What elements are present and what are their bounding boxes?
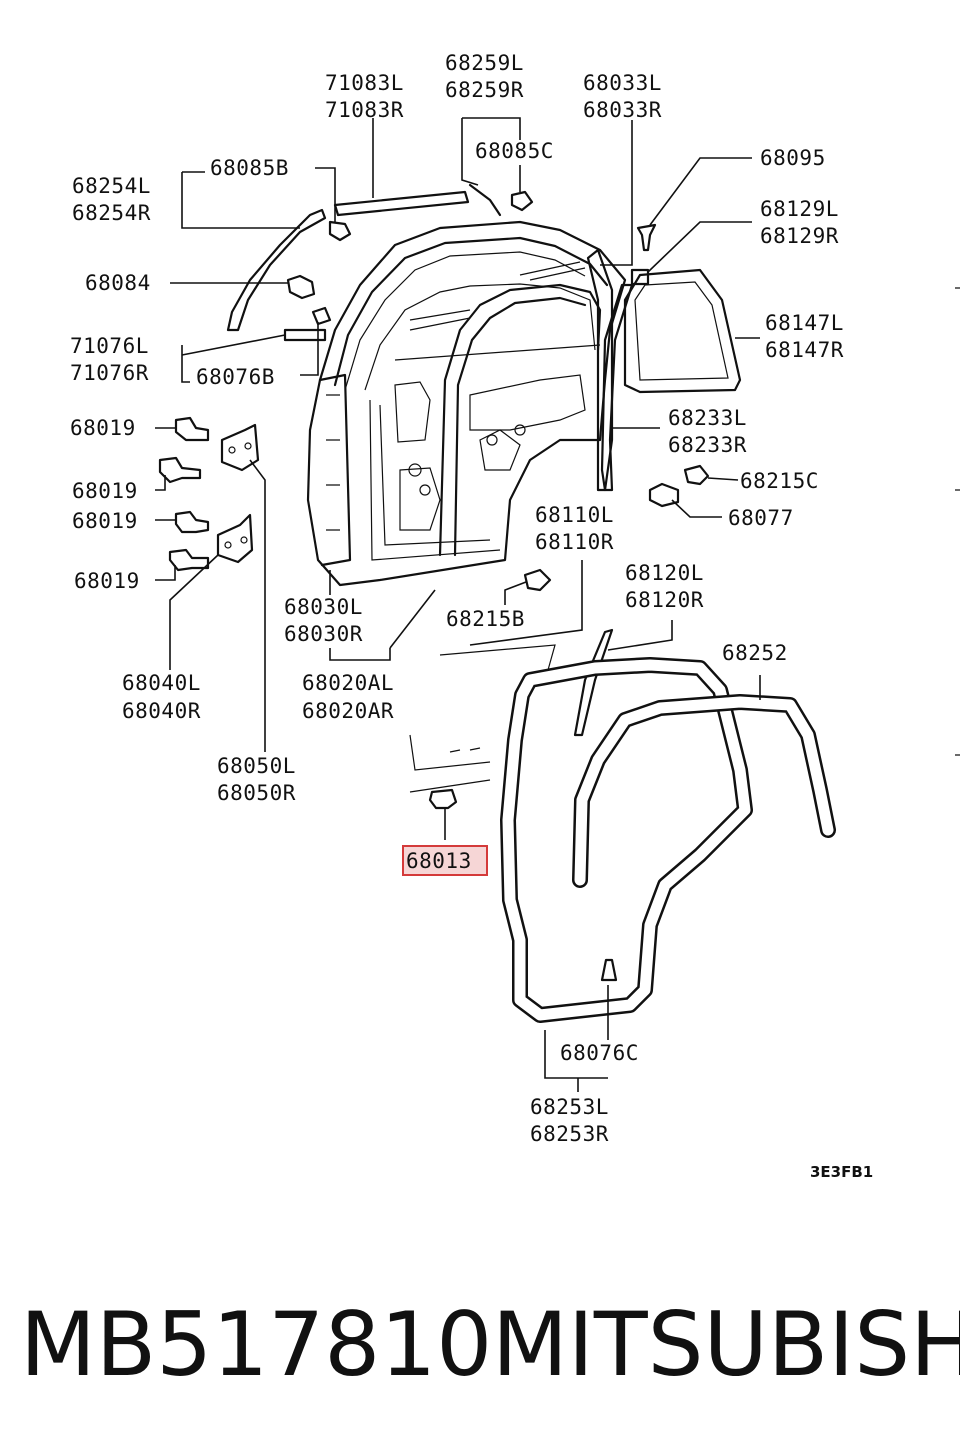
label-68095: 68095 [760,146,826,170]
leader-lines [155,117,761,1092]
brand-name: MITSUBISHI [492,1293,960,1396]
label-68030r: 68030R [284,622,363,646]
label-68120r: 68120R [625,588,704,612]
glass-run-channel [573,628,614,737]
label-68040r: 68040R [122,699,201,723]
part-number: MB517810 [20,1293,493,1396]
body-weatherstrip [572,694,836,888]
label-68020ar: 68020AR [302,699,394,723]
label-68215c: 68215C [740,469,819,493]
clip-68129 [630,268,650,286]
clip-68085c [510,190,534,212]
label-68033r: 68033R [583,98,662,122]
highlight-box [402,845,488,876]
label-68050l: 68050L [217,754,296,778]
label-68259l: 68259L [445,51,524,75]
label-68254r: 68254R [72,201,151,225]
label-68019-2: 68019 [72,479,138,503]
diagram-code: 3E3FB1 [810,1163,873,1181]
door-glass [409,644,556,793]
clip-68215c [683,464,710,486]
sash-garnish [226,208,327,332]
label-68033l: 68033L [583,71,662,95]
label-68253l: 68253L [530,1095,609,1119]
label-68084: 68084 [85,271,151,295]
label-68040l: 68040L [122,671,201,695]
label-68110r: 68110R [535,530,614,554]
clip-68084 [286,274,316,300]
label-68085b: 68085B [210,156,289,180]
label-68050r: 68050R [217,781,296,805]
hinge-lower-68040 [216,513,254,564]
bolt-68077 [648,482,680,508]
label-68129r: 68129R [760,224,839,248]
label-68020al: 68020AL [302,671,394,695]
door-weatherstrip [500,657,753,1023]
label-68253r: 68253R [530,1122,609,1146]
edge-ticks [955,287,960,756]
label-68252: 68252 [722,641,788,665]
label-68013: 68013 [406,849,472,873]
door-panel-shell [306,220,627,587]
label-68233r: 68233R [668,433,747,457]
label-68019-3: 68019 [72,509,138,533]
label-68259r: 68259R [445,78,524,102]
label-68110l: 68110L [535,503,614,527]
clip-68215b [523,568,552,592]
frame-strip [468,183,502,217]
label-68019-1: 68019 [70,416,136,440]
clip-68076c [600,958,618,982]
label-68076b: 68076B [196,365,275,389]
screw-68095 [636,223,657,252]
label-68215b: 68215B [446,607,525,631]
label-68085c: 68085C [475,139,554,163]
bolts-68019 [158,416,210,572]
label-68076c: 68076C [560,1041,639,1065]
label-68254l: 68254L [72,174,151,198]
highlighted-part-68013[interactable]: 68013 [402,845,488,876]
clip-68085b [328,220,352,242]
label-68019-4: 68019 [74,569,140,593]
label-71083r: 71083R [325,98,404,122]
label-68233l: 68233L [668,406,747,430]
label-68147r: 68147R [765,338,844,362]
label-68147l: 68147L [765,311,844,335]
label-68129l: 68129L [760,197,839,221]
upper-moulding [333,190,470,217]
label-68030l: 68030L [284,595,363,619]
exploded-parts-diagram: 71083L 71083R 68259L 68259R 68033L 68033… [70,51,960,1181]
label-68120l: 68120L [625,561,704,585]
quarter-window [600,268,742,492]
label-71083l: 71083L [325,71,404,95]
hinge-upper-68050 [220,423,260,472]
clip-68076b [311,306,332,326]
clip-68013 [428,788,458,810]
division-bar [586,248,614,492]
label-71076r: 71076R [70,361,149,385]
bolt-71076 [283,328,327,342]
label-68077: 68077 [728,506,794,530]
label-71076l: 71076L [70,334,149,358]
